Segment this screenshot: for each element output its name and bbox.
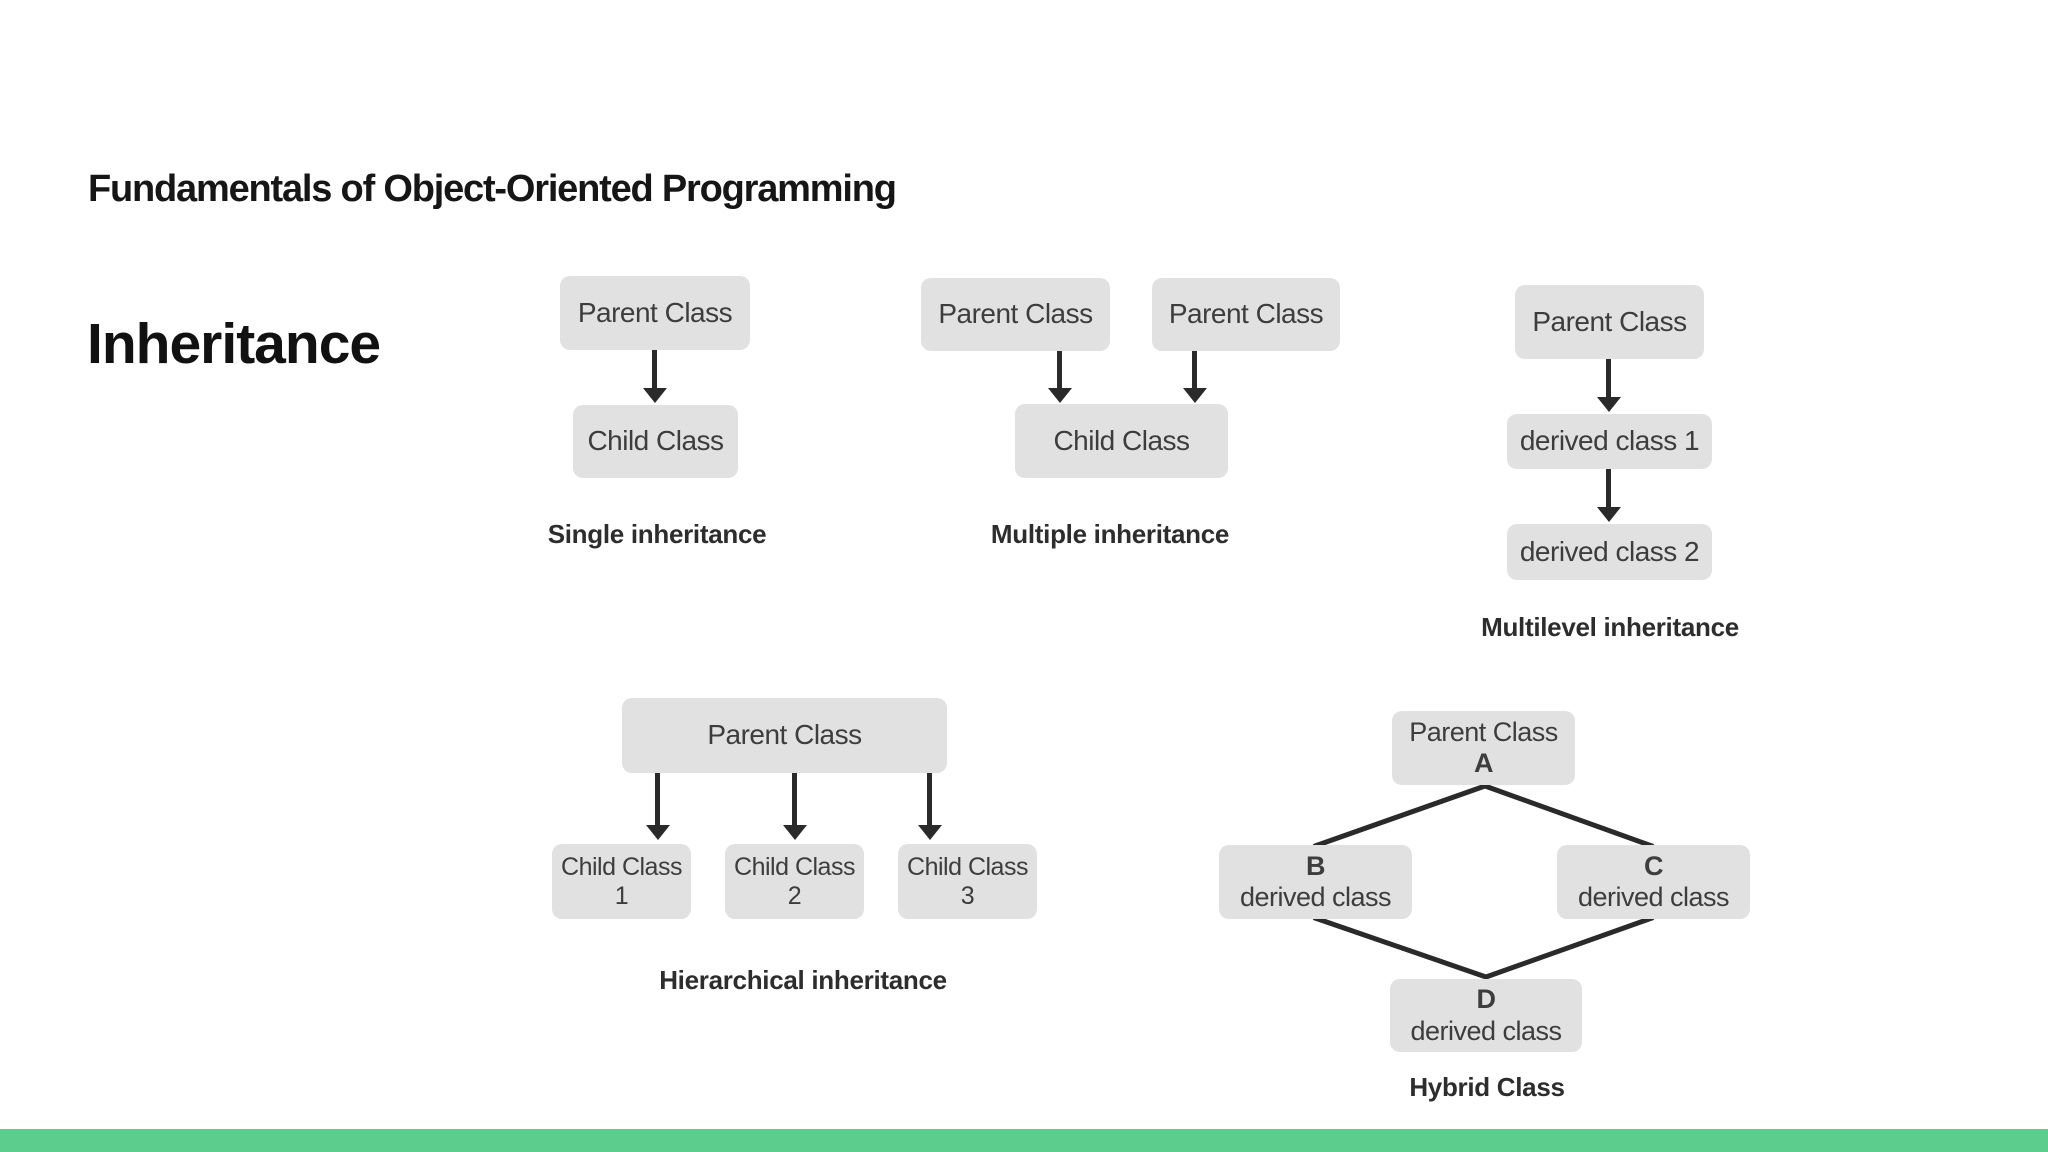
node-label: Parent Class [577,296,733,328]
hierarchical-parent-class-node: Parent Class [622,698,947,773]
single-child-class-node: Child Class [573,405,738,478]
down-arrow [792,773,797,825]
multilevel-inheritance-caption: Multilevel inheritance [1481,612,1739,642]
single-parent-class-node: Parent Class [560,276,750,350]
node-label: Parent Class [1409,716,1558,747]
node-label: Child Class 1 [561,852,682,910]
down-arrow [927,773,932,825]
node-label: Parent Class [938,298,1093,330]
node-label: derived class [1239,882,1392,912]
multilevel-derived2-node: derived class 2 [1507,524,1712,580]
node-label: Child Class 2 [734,852,855,910]
hybrid-derived-c-node: C derived class [1557,845,1750,919]
node-label: derived class 1 [1519,425,1700,457]
down-arrow [1606,359,1611,397]
node-label: derived class [1577,882,1730,912]
hierarchical-child3-node: Child Class 3 [898,844,1037,919]
node-letter: A [1474,748,1494,778]
node-label: Child Class [587,425,724,457]
node-label: Child Class 3 [907,852,1028,910]
hybrid-derived-d-node: D derived class [1390,979,1582,1052]
down-arrow [652,350,657,388]
down-arrow [1057,351,1062,388]
down-arrow [1192,351,1197,388]
hybrid-class-caption: Hybrid Class [1409,1072,1565,1102]
node-label: Child Class [1053,424,1190,456]
multiple-parent-right-node: Parent Class [1152,278,1340,351]
node-label: Parent Class [1168,298,1324,330]
multilevel-parent-class-node: Parent Class [1515,285,1704,359]
multiple-parent-left-node: Parent Class [921,278,1110,351]
multilevel-derived1-node: derived class 1 [1507,414,1712,469]
down-arrow [1606,469,1611,507]
node-letter: D [1476,984,1497,1015]
node-label: derived class [1410,1015,1562,1046]
slide-title: Fundamentals of Object-Oriented Programm… [88,168,897,210]
down-arrow [655,773,660,825]
node-label: Parent Class [707,719,862,751]
single-inheritance-caption: Single inheritance [547,519,767,549]
hybrid-parent-a-node: Parent Class A [1392,711,1575,785]
multiple-inheritance-caption: Multiple inheritance [990,519,1230,549]
multiple-child-class-node: Child Class [1015,404,1228,478]
hybrid-derived-b-node: B derived class [1219,845,1412,919]
node-letter: B [1306,850,1326,881]
node-label: Parent Class [1532,305,1687,337]
hierarchical-inheritance-caption: Hierarchical inheritance [659,965,947,995]
hierarchical-child2-node: Child Class 2 [725,844,864,919]
footer-accent-bar [0,1129,2048,1152]
hierarchical-child1-node: Child Class 1 [552,844,691,919]
node-label: derived class 2 [1519,535,1700,567]
page-title: Inheritance [87,312,381,376]
node-letter: C [1644,850,1664,881]
